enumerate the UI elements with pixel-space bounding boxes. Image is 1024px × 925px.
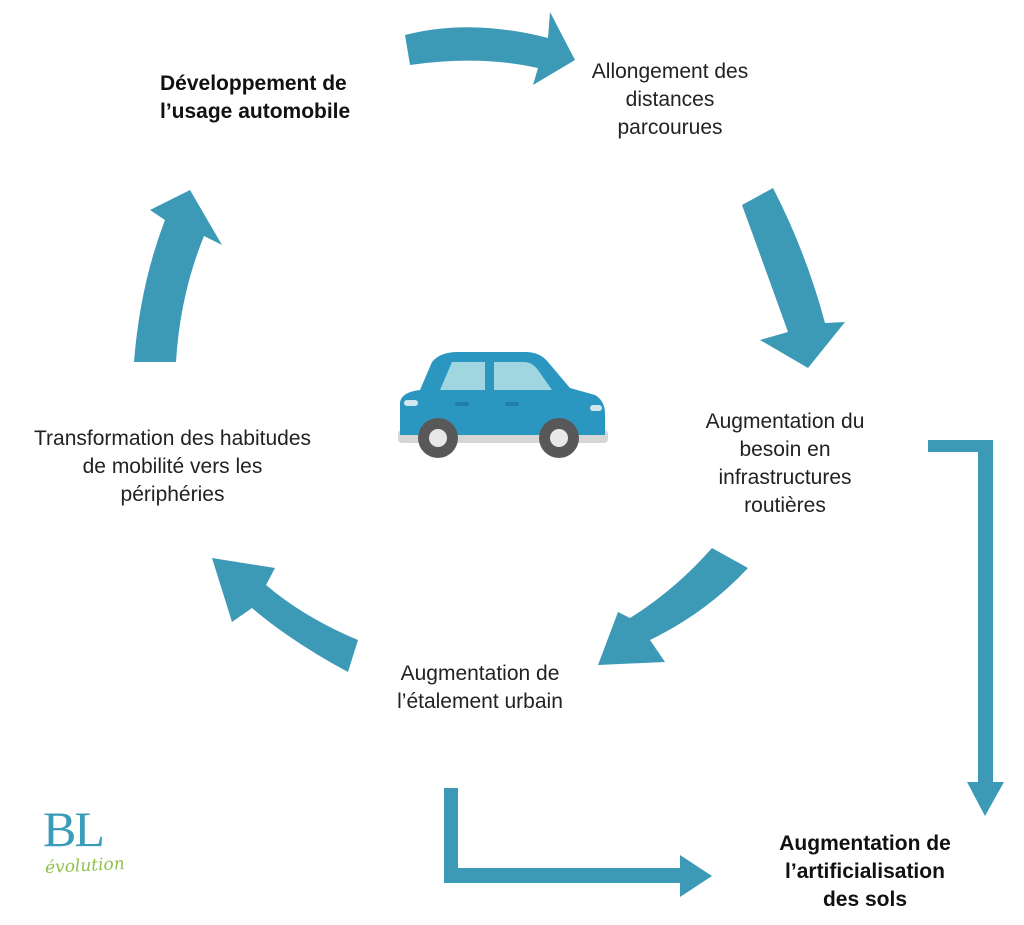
- arrow-etalement-to-transformation: [212, 558, 358, 672]
- bl-evolution-logo: BL évolution: [40, 801, 150, 888]
- arrow-besoin-to-etalement: [598, 548, 748, 665]
- node-etalement-urbain: Augmentation de l’étalement urbain: [397, 662, 563, 713]
- arrow-dev-to-allongement: [405, 12, 575, 85]
- arrow-etalement-to-artificialisation: [444, 788, 712, 897]
- node-allongement-distances: Allongement des distances parcourues: [591, 60, 749, 139]
- logo-letters: BL: [43, 801, 105, 857]
- arrow-besoin-to-artificialisation: [928, 440, 1004, 816]
- node-transformation-habitudes: Transformation des habitudes de mobilité…: [33, 427, 312, 506]
- node-artificialisation-sols: Augmentation de l’artificialisation des …: [779, 832, 951, 911]
- node-developpement-usage-automobile: Développement de l’usage automobile: [160, 72, 351, 123]
- arrow-allongement-to-besoin: [742, 188, 845, 368]
- node-besoin-infrastructures: Augmentation du besoin en infrastructure…: [705, 410, 865, 517]
- logo-subtitle: évolution: [44, 853, 126, 879]
- arrow-transformation-to-dev: [134, 190, 222, 362]
- car-icon: [398, 352, 608, 458]
